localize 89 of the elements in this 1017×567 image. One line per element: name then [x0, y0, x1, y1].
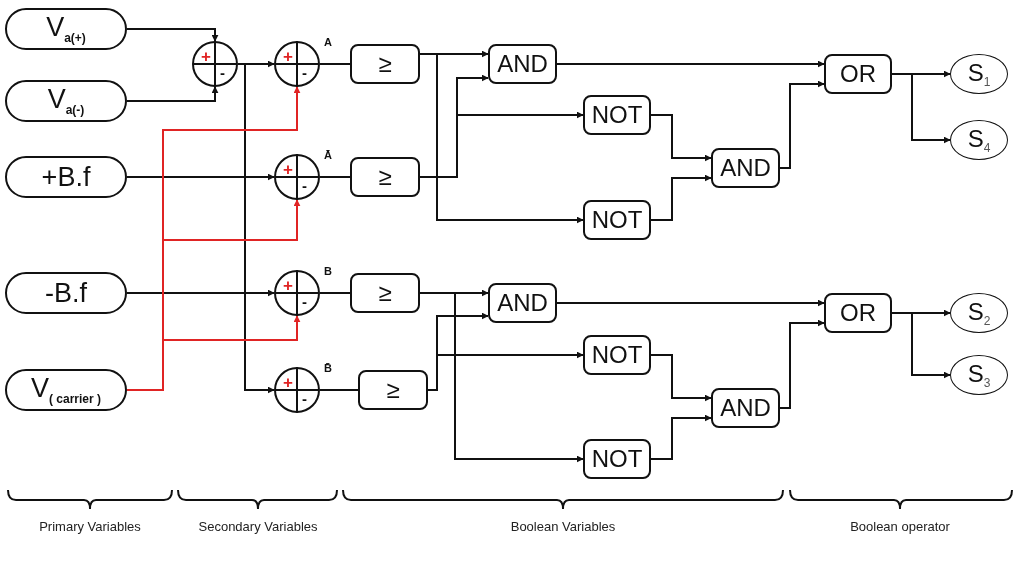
sign-label: - — [302, 178, 307, 193]
arrow — [427, 351, 584, 391]
arrow — [126, 289, 275, 297]
connector-line — [319, 292, 351, 294]
arrow — [237, 63, 275, 394]
signal-label: A — [324, 37, 332, 48]
logic-block — [488, 44, 557, 84]
logic-block — [583, 200, 651, 240]
arrow — [126, 86, 219, 102]
summing-junction — [192, 41, 238, 87]
node-label: OR — [840, 301, 876, 325]
node-label: NOT — [591, 103, 643, 127]
group-caption: Secondary Variables — [197, 519, 319, 536]
logic-block — [350, 273, 420, 313]
signal-label: Ā — [324, 150, 332, 161]
node-label: ≥ — [386, 378, 400, 402]
node-label: NOT — [591, 208, 643, 232]
logic-block — [583, 335, 651, 375]
logic-block — [711, 388, 780, 428]
arrow — [419, 111, 584, 178]
logic-block — [350, 44, 420, 84]
node-label: S$_{1}$ — [967, 60, 991, 88]
sign-label: + — [283, 374, 293, 391]
node-label: -B.f — [45, 279, 87, 307]
node-label: S$_{4}$ — [967, 126, 991, 154]
arrow — [556, 60, 825, 68]
node-label: +B.f — [41, 163, 91, 191]
signal-label: B̄ — [324, 363, 332, 374]
group-caption: Primary Variables — [38, 519, 142, 536]
sign-label: - — [220, 65, 225, 80]
node-label: OR — [840, 62, 876, 86]
arrow — [419, 53, 584, 224]
arrow — [779, 319, 825, 409]
node-label: AND — [497, 291, 548, 315]
sign-label: + — [201, 48, 211, 65]
node-label: V$_{a(-)}$ — [47, 86, 85, 116]
sign-label: + — [283, 161, 293, 178]
group-caption: Boolean operator — [849, 519, 951, 536]
sign-label: - — [302, 65, 307, 80]
node-label: S$_{2}$ — [967, 299, 991, 327]
input-terminal — [5, 80, 127, 122]
logic-block — [583, 95, 651, 135]
sign-label: + — [283, 48, 293, 65]
output-terminal — [950, 293, 1008, 333]
output-terminal — [950, 54, 1008, 94]
arrow — [650, 414, 712, 460]
node-label: ≥ — [378, 281, 392, 305]
sign-label: + — [283, 277, 293, 294]
output-terminal — [950, 355, 1008, 395]
logic-block — [711, 148, 780, 188]
signal-label: B — [324, 266, 332, 277]
logic-block — [350, 157, 420, 197]
node-label: ≥ — [378, 165, 392, 189]
logic-block — [583, 439, 651, 479]
arrow — [126, 315, 301, 391]
connector-line — [319, 389, 359, 391]
output-terminal — [950, 120, 1008, 160]
input-terminal — [5, 369, 127, 411]
logic-block — [824, 54, 892, 94]
connector-line — [319, 63, 351, 65]
logic-block — [824, 293, 892, 333]
arrow — [556, 299, 825, 307]
connector-line — [319, 176, 351, 178]
node-label: AND — [720, 396, 771, 420]
arrow — [650, 354, 712, 402]
node-label: ≥ — [378, 52, 392, 76]
arrow — [126, 28, 219, 42]
arrow — [126, 173, 275, 181]
sign-label: - — [302, 391, 307, 406]
node-label: V$_{( carrier )}$ — [30, 375, 101, 405]
group-caption: Boolean Variables — [509, 519, 617, 536]
input-terminal — [5, 8, 127, 50]
sign-label: - — [302, 294, 307, 309]
arrow — [650, 114, 712, 162]
node-label: AND — [497, 52, 548, 76]
arrow — [891, 312, 951, 379]
node-label: V$_{a(+)}$ — [46, 14, 86, 44]
arrow — [419, 292, 584, 463]
input-terminal — [5, 156, 127, 198]
arrow — [891, 73, 951, 144]
node-label: AND — [720, 156, 771, 180]
arrow — [650, 174, 712, 221]
logic-block — [358, 370, 428, 410]
input-terminal — [5, 272, 127, 314]
node-label: S$_{3}$ — [967, 361, 991, 389]
arrow — [779, 80, 825, 169]
logic-block — [488, 283, 557, 323]
node-label: NOT — [591, 447, 643, 471]
node-label: NOT — [591, 343, 643, 367]
